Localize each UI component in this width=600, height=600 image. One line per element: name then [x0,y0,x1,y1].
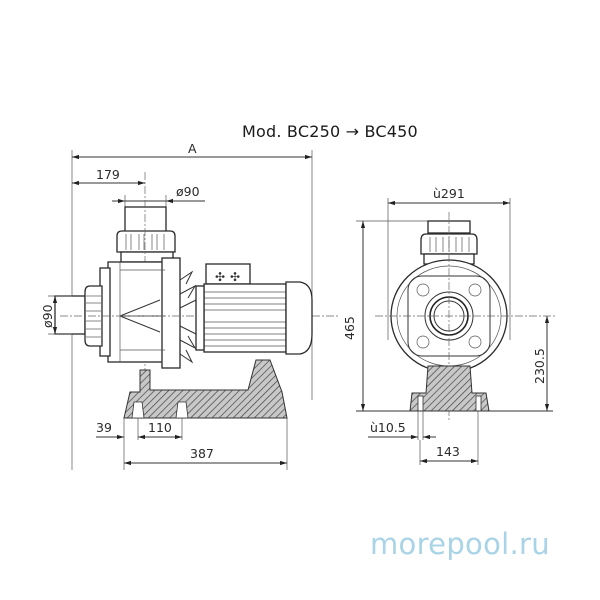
dim-465-label: 465 [342,316,357,340]
dimension-143: 143 [419,411,479,465]
side-view: A 179 ø90 [40,141,340,470]
watermark-logo: morepool.ru [370,527,550,561]
svg-text:✣: ✣ [230,270,240,284]
dimension-39: 39 [96,418,139,470]
model-title: Mod. BC250 → BC450 [242,122,418,141]
dim-39-label: 39 [96,420,112,435]
dim-bolt-hole-label: ù10.5 [370,420,406,435]
pump-base [123,359,288,419]
dim-a-label: A [188,141,197,156]
dim-143-label: 143 [436,444,460,459]
dim-110-label: 110 [148,420,172,435]
dimension-bolt-hole: ù10.5 [368,411,436,440]
dimension-230-5: 230.5 [532,316,550,411]
front-view: ù291 465 [342,186,555,465]
motor: ✣ ✣ [195,263,313,355]
dimension-291: ù291 [387,186,511,340]
dimension-387: 387 [124,418,288,470]
dimension-inlet-diameter: ø90 [40,295,72,335]
dimension-465: 465 [342,220,430,411]
dimension-110: 110 [138,418,183,440]
outlet-union-nut [116,230,176,253]
inlet-union-nut [54,285,103,347]
dim-387-label: 387 [190,446,214,461]
pump-housing [99,257,181,369]
dimension-179: 179 [72,167,145,186]
dim-291-label: ù291 [433,186,465,201]
dim-230-5-label: 230.5 [532,348,547,384]
dim-inlet-diameter-label: ø90 [40,304,55,328]
cooling-fins [179,270,197,364]
svg-text:✣: ✣ [215,270,225,284]
dim-179-label: 179 [96,167,120,182]
dim-outlet-diameter-label: ø90 [176,184,200,199]
front-pedestal [409,365,490,412]
